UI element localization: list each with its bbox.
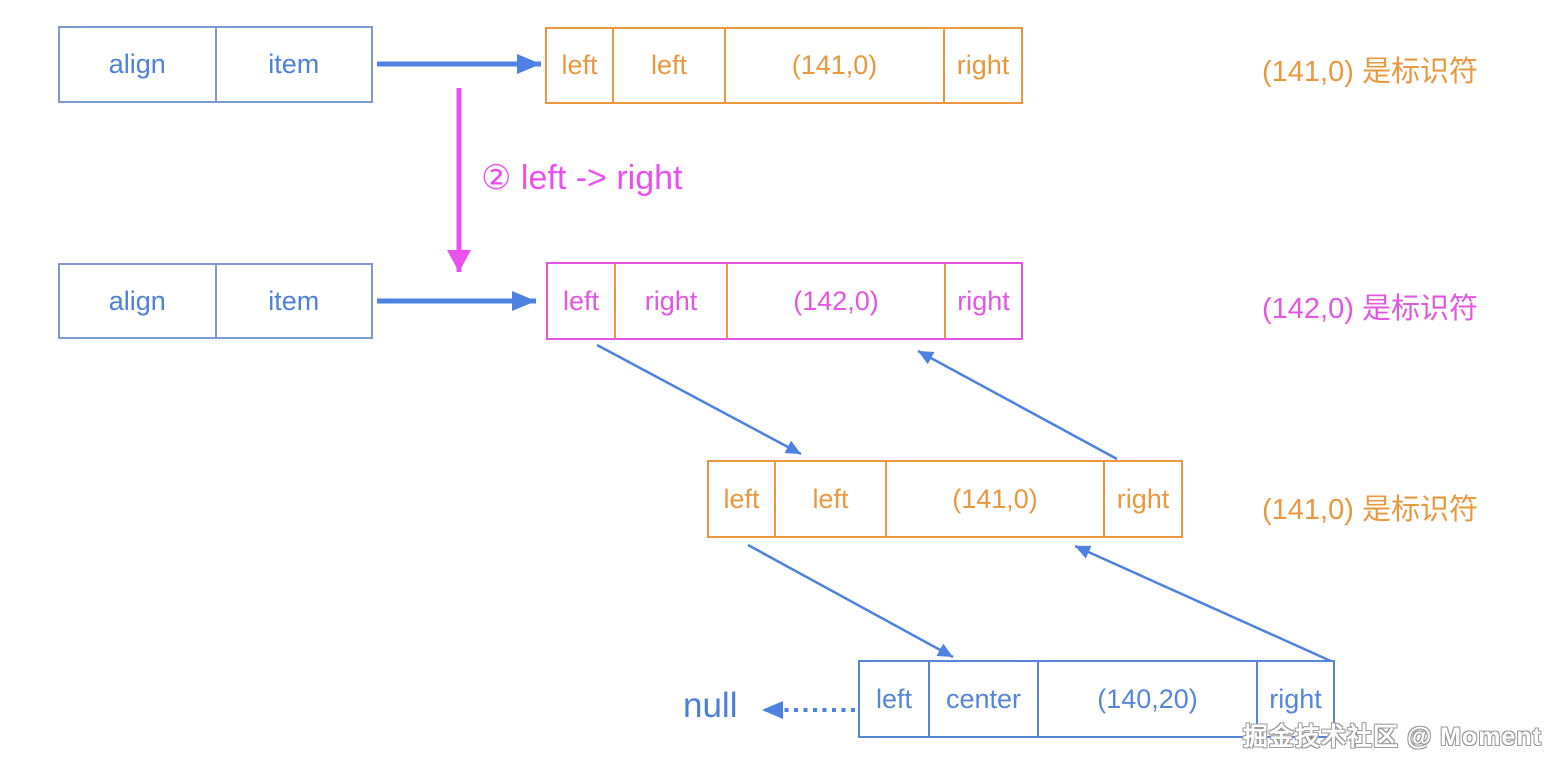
node-142-cell-id: (142,0) <box>726 264 944 338</box>
arrow-node3-right-to-node2 <box>917 349 1118 461</box>
node-141-mid-cell-right: right <box>1103 462 1181 536</box>
watermark: 掘金技术社区 @ Moment <box>1242 723 1542 751</box>
pointer-box-1-cell-item: item <box>214 28 372 101</box>
annotation-141-top: (141,0) 是标识符 <box>1262 56 1478 88</box>
node-142: left right (142,0) right <box>546 262 1023 340</box>
pointer-box-1-cell-align: align <box>108 49 166 79</box>
node-140-cell-left: left <box>875 683 913 714</box>
pointer-box-2-cell-align: align <box>108 285 166 316</box>
arrow-node4-right-to-node3 <box>1074 544 1334 664</box>
node-141-mid-cell-id: (141,0) <box>885 462 1103 536</box>
pointer-box-2-cell-item: item <box>214 265 372 337</box>
pointer-box-1: align item <box>58 26 373 103</box>
node-140-cell-right: right <box>1256 662 1333 736</box>
node-142-cell-right1: right <box>614 264 726 338</box>
annotation-141-mid: (141,0) 是标识符 <box>1262 494 1478 526</box>
pointer-box-2: align item <box>58 263 373 339</box>
null-label: null <box>683 686 738 725</box>
annotation-142: (142,0) 是标识符 <box>1262 293 1478 325</box>
node-140-cell-center: center <box>928 662 1037 736</box>
node-140-cell-id: (140,20) <box>1037 662 1256 736</box>
node-141-top-cell-id: (141,0) <box>724 29 943 102</box>
node-142-cell-left: left <box>562 285 600 316</box>
step-label: ② left -> right <box>481 159 683 197</box>
node-141-mid-cell-left: left <box>723 483 760 514</box>
node-142-cell-right: right <box>944 264 1021 338</box>
arrow-node3-left-to-node4 <box>747 543 954 659</box>
node-141-top: left left (141,0) right <box>545 27 1023 104</box>
node-140: left center (140,20) right <box>858 660 1335 738</box>
node-141-top-cell-left: left <box>561 50 598 80</box>
arrow-node2-left-to-node3 <box>596 343 802 456</box>
node-141-top-cell-left2: left <box>612 29 724 102</box>
node-141-mid-cell-left2: left <box>774 462 885 536</box>
node-141-top-cell-right: right <box>943 29 1021 102</box>
node-141-mid: left left (141,0) right <box>707 460 1183 538</box>
